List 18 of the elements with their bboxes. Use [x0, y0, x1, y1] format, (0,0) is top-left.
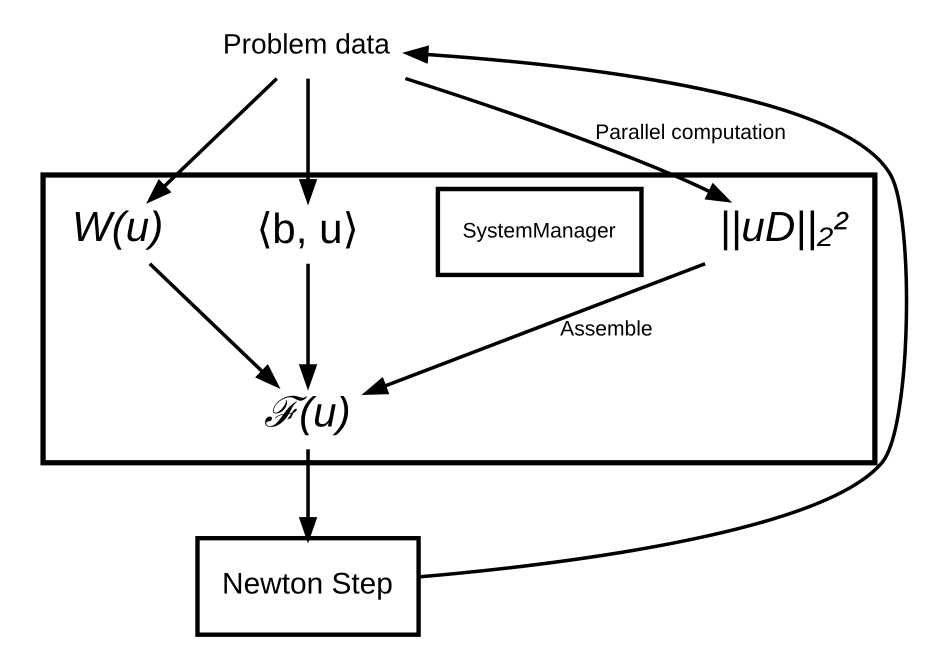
node-text: W(u) [72, 203, 164, 250]
arrow [404, 76, 732, 203]
cluster [40, 172, 878, 466]
arrow [298, 449, 318, 544]
arrow [361, 262, 706, 395]
node-text: ||uD||₂² [720, 203, 848, 250]
arrow [298, 78, 318, 206]
arrow [148, 262, 281, 389]
node-text: ⟨b, u⟩ [256, 204, 359, 252]
node-text: Problem data [222, 28, 390, 60]
edge-label: Assemble [560, 318, 653, 341]
arrow [298, 264, 318, 391]
edge-label: Parallel computation [595, 121, 786, 144]
node-text: ℱ(u) [264, 388, 351, 436]
node-box: SystemManager [436, 186, 644, 278]
node-box: Newton Step [195, 536, 421, 637]
arrow [146, 77, 278, 204]
arrow [402, 45, 908, 579]
